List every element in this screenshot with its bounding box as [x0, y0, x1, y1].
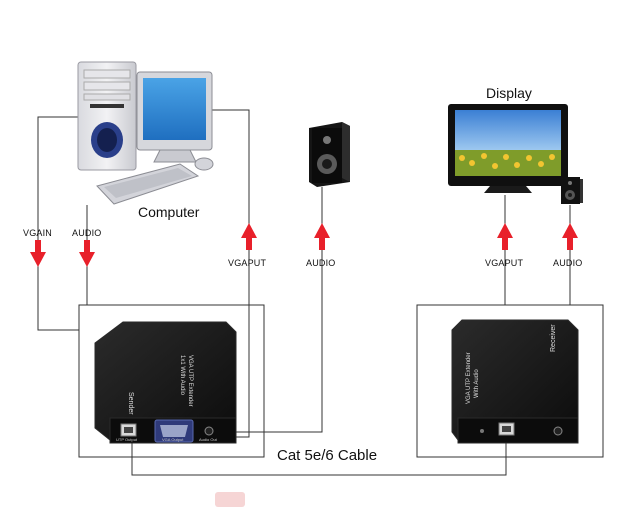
- receiver-device: [451, 319, 579, 444]
- sender-audio-port-icon: [204, 426, 214, 436]
- sender-port-audio-text: Audio Out: [199, 437, 217, 442]
- camera-icon: [215, 492, 245, 507]
- computer-illustration: [77, 61, 214, 205]
- receiver-side-text: Receiver: [550, 324, 557, 352]
- arrows: [30, 223, 578, 267]
- tv-display-icon: [448, 104, 568, 193]
- receiver-frame: [416, 304, 604, 458]
- audio-in-label: AUDIO: [72, 228, 102, 238]
- audio-rx-label: AUDIO: [553, 258, 583, 268]
- sender-port-utp-text: UTP Output: [116, 437, 138, 442]
- arrow-up-icon: [241, 223, 257, 250]
- pc-tower-icon: [77, 61, 137, 171]
- receiver-audio-port-icon: [553, 426, 563, 436]
- vgaput-tx-label: VGAPUT: [228, 258, 267, 268]
- sender-top-text-2: 1x1 With Audio: [179, 355, 185, 396]
- keyboard-icon: [96, 163, 200, 205]
- sender-top-text-1: VGA UTP Extender: [187, 355, 193, 407]
- arrow-up-icon: [562, 223, 578, 250]
- receiver-top-text-2: With Audio: [474, 369, 480, 398]
- vgain-line: [37, 116, 79, 331]
- sender-side-text: Sender: [127, 392, 134, 415]
- vgain-label: VGAIN: [23, 228, 53, 238]
- sender-port-vga-text: VGA Output: [162, 437, 184, 442]
- audio-tx-line: [205, 187, 323, 433]
- arrow-up-icon: [497, 223, 513, 250]
- mouse-icon: [194, 157, 214, 171]
- speaker-icon: [309, 122, 350, 187]
- computer-label: Computer: [138, 204, 200, 220]
- small-speaker-icon: [561, 177, 583, 204]
- display-label: Display: [486, 85, 532, 101]
- sender-frame: [78, 304, 265, 458]
- vgaput-rx-label: VGAPUT: [485, 258, 524, 268]
- monitor-icon: [136, 71, 213, 163]
- sender-device: [94, 321, 237, 444]
- receiver-top-text-1: VGA UTP Extender: [466, 352, 472, 404]
- cable-label: Cat 5e/6 Cable: [277, 447, 378, 464]
- arrow-down-icon: [30, 240, 46, 267]
- arrow-up-icon: [314, 223, 330, 250]
- audio-tx-label: AUDIO: [306, 258, 336, 268]
- arrow-down-icon: [79, 240, 95, 267]
- sender-vga-port-icon: [154, 419, 194, 443]
